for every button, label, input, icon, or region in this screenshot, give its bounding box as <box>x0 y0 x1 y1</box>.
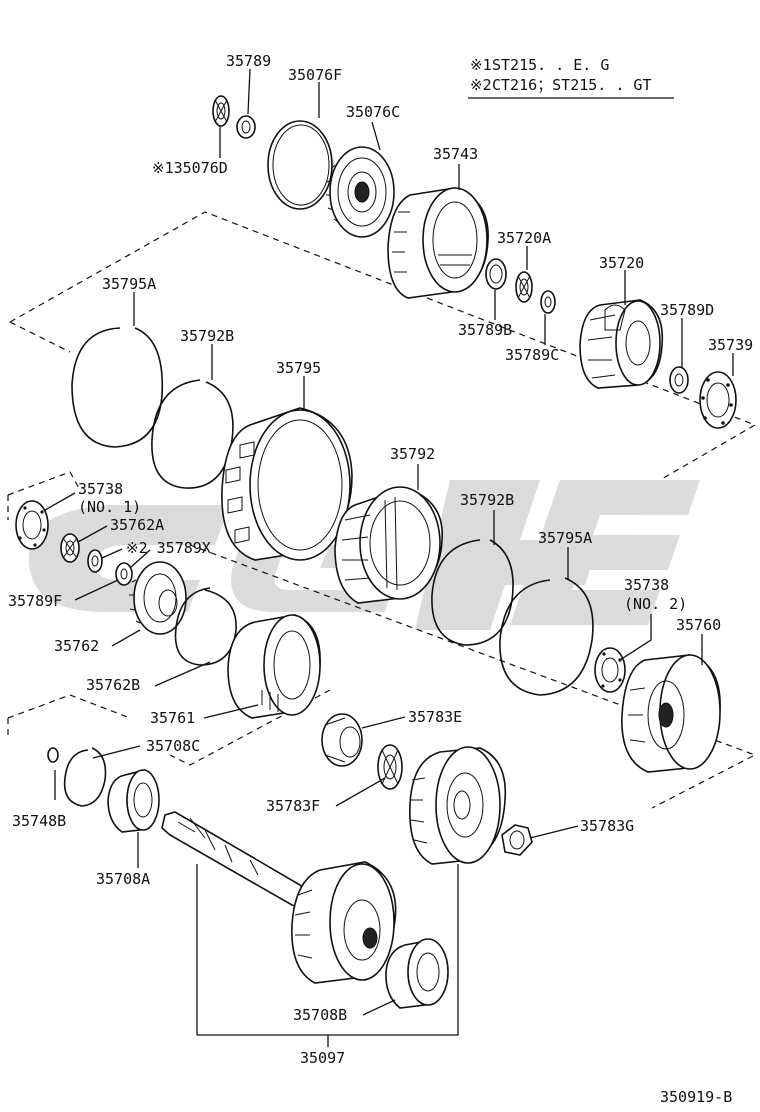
part-35076F-snap-ring[interactable] <box>267 120 333 210</box>
part-35720-carrier[interactable] <box>579 299 664 389</box>
label-35738-no2-sub: (NO. 2) <box>624 595 687 613</box>
label-35789X: ※2 35789X <box>126 539 211 557</box>
part-35708B-bearing[interactable] <box>385 938 449 1009</box>
diagram-code: 350919-B <box>660 1088 732 1106</box>
notes-block: ※1 ST215. . E. G ※2 CT216；ST215. . GT <box>468 56 674 99</box>
part-35783G-nut[interactable] <box>501 824 533 856</box>
label-35792: 35792 <box>390 445 435 463</box>
label-35792B-upper: 35792B <box>180 327 234 345</box>
label-35720A: 35720A <box>497 229 551 247</box>
mid-group-outline <box>189 544 757 809</box>
label-35761: 35761 <box>150 709 195 727</box>
label-35789B: 35789B <box>458 321 512 339</box>
label-35762: 35762 <box>54 637 99 655</box>
part-35795-clutch-drum[interactable] <box>221 407 353 561</box>
note-1: ※1 <box>470 56 492 74</box>
part-35783E-bearing[interactable] <box>321 713 363 767</box>
upper-group-outline-left <box>9 321 71 353</box>
label-35738-no1: 35738 <box>78 480 123 498</box>
label-35762A: 35762A <box>110 516 164 534</box>
part-35789D-washer[interactable] <box>669 366 689 394</box>
part-35720A-bearing[interactable] <box>515 271 533 303</box>
label-35795: 35795 <box>276 359 321 377</box>
part-35783F-bearing[interactable] <box>377 744 403 790</box>
label-35795A-mid: 35795A <box>538 529 592 547</box>
part-35760-hub[interactable] <box>621 654 721 773</box>
upper-group-outline <box>9 211 757 481</box>
part-35789-washer[interactable] <box>236 115 256 139</box>
note-1-text: ST215. . E. G <box>492 56 609 74</box>
note-2: ※2 <box>470 76 492 94</box>
part-35748B-snap[interactable] <box>47 747 59 763</box>
label-35738-no1-sub: (NO. 1) <box>78 498 141 516</box>
part-35743-drum[interactable] <box>387 187 489 299</box>
label-35783G: 35783G <box>580 817 634 835</box>
part-35076C-gear[interactable] <box>326 146 395 238</box>
part-35761-drum[interactable] <box>227 614 321 719</box>
group-35738-outline <box>7 471 81 496</box>
part-35076D-bearing[interactable] <box>212 95 230 127</box>
part-35708C-snap-ring[interactable] <box>63 747 107 807</box>
label-35783E: 35783E <box>408 708 462 726</box>
dashed-outlines <box>7 211 757 809</box>
part-35738-no2-plate[interactable] <box>594 647 626 693</box>
label-35789: 35789 <box>226 52 271 70</box>
label-35708A: 35708A <box>96 870 150 888</box>
label-35789F: 35789F <box>8 592 62 610</box>
label-35739: 35739 <box>708 336 753 354</box>
part-35795A-ring-mid[interactable] <box>499 577 594 696</box>
label-35789D: 35789D <box>660 301 714 319</box>
label-35708B: 35708B <box>293 1006 347 1024</box>
label-35076C: 35076C <box>346 103 400 121</box>
label-35795A-upper: 35795A <box>102 275 156 293</box>
part-labels: 35789 35076F ※135076D 35076C 35743 35720… <box>8 52 753 1106</box>
part-35097-output-shaft[interactable] <box>161 811 397 984</box>
label-35738-no2: 35738 <box>624 576 669 594</box>
part-35738-no1-plate[interactable] <box>15 500 49 550</box>
part-35789F-washer[interactable] <box>115 562 133 586</box>
part-35789C-washer[interactable] <box>540 290 556 314</box>
part-35762B-snap-ring[interactable] <box>174 587 237 666</box>
label-35720: 35720 <box>599 254 644 272</box>
note-2-text: CT216；ST215. . GT <box>492 76 652 94</box>
label-35760: 35760 <box>676 616 721 634</box>
label-35789C: 35789C <box>505 346 559 364</box>
part-35789B-washer[interactable] <box>485 258 507 290</box>
label-35748B: 35748B <box>12 812 66 830</box>
label-35097: 35097 <box>300 1049 345 1067</box>
lower-left-outline <box>7 694 131 719</box>
label-35076D: ※135076D <box>152 159 228 177</box>
leader-lines <box>44 68 734 1047</box>
label-35762B: 35762B <box>86 676 140 694</box>
label-35783F: 35783F <box>266 797 320 815</box>
label-35743: 35743 <box>433 145 478 163</box>
part-35789X-washer[interactable] <box>87 549 103 573</box>
part-35762A-bearing[interactable] <box>60 533 80 563</box>
mid-group-outline-lower <box>169 689 331 766</box>
part-35795A-ring-upper[interactable] <box>71 327 164 448</box>
part-35708A-bearing[interactable] <box>107 769 160 833</box>
part-35792-clutch-pack[interactable] <box>334 486 443 604</box>
part-35762-sun-gear[interactable] <box>129 561 187 635</box>
label-35076F: 35076F <box>288 66 342 84</box>
label-35792B-mid: 35792B <box>460 491 514 509</box>
part-35097-ring-gear[interactable] <box>409 746 507 865</box>
part-35739-plate[interactable] <box>699 371 737 429</box>
part-35792B-ring-upper[interactable] <box>151 379 234 489</box>
part-35792B-ring-mid[interactable] <box>431 539 514 646</box>
label-35708C: 35708C <box>146 737 200 755</box>
